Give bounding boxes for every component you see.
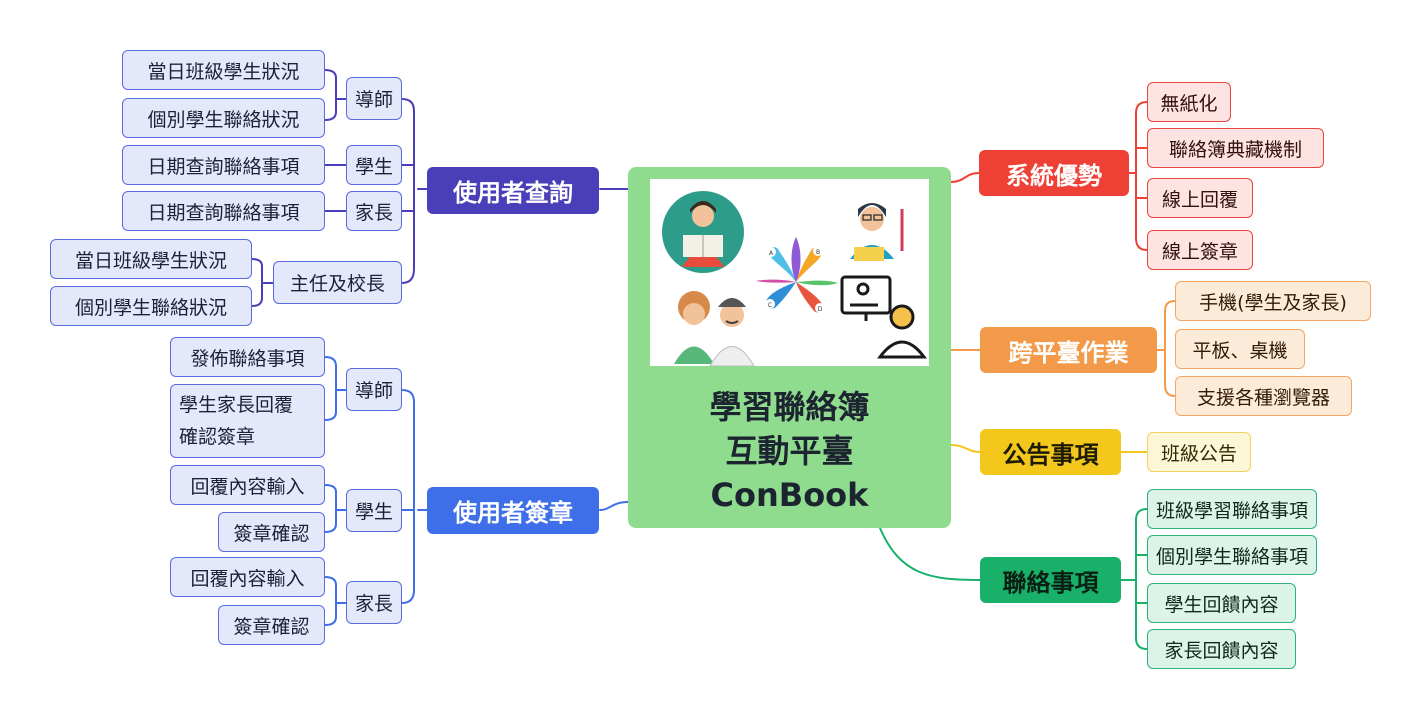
abcd-label: A [769, 250, 774, 257]
line-center-contact [879, 527, 981, 581]
query-principal-node[interactable]: 主任及校長 [273, 261, 402, 304]
hub-user-sign[interactable]: 使用者簽章 [427, 487, 599, 534]
announcement-item[interactable]: 班級公告 [1147, 432, 1251, 472]
contact-item[interactable]: 班級學習聯絡事項 [1147, 489, 1317, 529]
hub-user-query[interactable]: 使用者查詢 [427, 167, 599, 214]
query-student-item[interactable]: 日期查詢聯絡事項 [122, 145, 325, 185]
central-topic[interactable]: A B C D [628, 167, 951, 528]
advantage-item[interactable]: 線上回覆 [1147, 178, 1253, 218]
abcd-label: C [768, 302, 772, 309]
line-center-sign [599, 501, 629, 511]
sign-teacher-item[interactable]: 學生家長回覆 確認簽章 [170, 384, 325, 458]
sign-student-item[interactable]: 簽章確認 [218, 512, 325, 552]
advantage-item[interactable]: 聯絡簿典藏機制 [1147, 128, 1324, 168]
central-illustration: A B C D [650, 179, 929, 367]
hub-announcements[interactable]: 公告事項 [980, 429, 1121, 475]
platform-item[interactable]: 手機(學生及家長) [1175, 281, 1371, 321]
advantage-item[interactable]: 無紙化 [1147, 82, 1231, 122]
parents-icon [674, 291, 755, 367]
central-title: 學習聯絡簿 互動平臺 ConBook [628, 385, 951, 517]
central-title-line: 互動平臺 [725, 432, 854, 470]
abcd-diagram-icon: A B C D [756, 237, 838, 313]
query-parent-node[interactable]: 家長 [346, 191, 402, 231]
hub-contact-items[interactable]: 聯絡事項 [980, 557, 1121, 603]
query-teacher-item[interactable]: 當日班級學生狀況 [122, 50, 325, 90]
teacher-icon [850, 203, 904, 261]
sign-teacher-item[interactable]: 發佈聯絡事項 [170, 337, 325, 377]
sign-parent-node[interactable]: 家長 [346, 581, 402, 624]
hub-cross-platform[interactable]: 跨平臺作業 [980, 327, 1157, 373]
sign-student-item[interactable]: 回覆內容輸入 [170, 465, 325, 505]
sign-teacher-node[interactable]: 導師 [346, 368, 402, 411]
line-center-adv [950, 172, 980, 183]
sign-parent-item[interactable]: 回覆內容輸入 [170, 557, 325, 597]
query-principal-item[interactable]: 個別學生聯絡狀況 [50, 286, 252, 326]
query-teacher-node[interactable]: 導師 [346, 77, 402, 120]
sign-student-node[interactable]: 學生 [346, 489, 402, 532]
line-center-notice [950, 444, 981, 453]
contact-item[interactable]: 個別學生聯絡事項 [1147, 535, 1317, 575]
abcd-label: D [818, 306, 823, 313]
hub-system-advantages[interactable]: 系統優勢 [979, 150, 1129, 196]
platform-item[interactable]: 平板、桌機 [1175, 329, 1305, 369]
contact-item[interactable]: 學生回饋內容 [1147, 583, 1296, 623]
query-student-node[interactable]: 學生 [346, 145, 402, 185]
central-title-line: ConBook [710, 476, 869, 514]
platform-item[interactable]: 支援各種瀏覽器 [1175, 376, 1352, 416]
query-teacher-item[interactable]: 個別學生聯絡狀況 [122, 98, 325, 138]
advantage-item[interactable]: 線上簽章 [1147, 230, 1253, 270]
sign-teacher-item-line: 學生家長回覆 [179, 394, 294, 416]
online-user-icon [840, 275, 927, 359]
abcd-label: B [816, 249, 820, 256]
central-title-line: 學習聯絡簿 [709, 388, 870, 426]
reading-person-icon [662, 191, 744, 273]
query-parent-item[interactable]: 日期查詢聯絡事項 [122, 191, 325, 231]
sign-parent-item[interactable]: 簽章確認 [218, 605, 325, 645]
sign-teacher-item-line: 確認簽章 [179, 426, 256, 448]
query-principal-item[interactable]: 當日班級學生狀況 [50, 239, 252, 279]
contact-item[interactable]: 家長回饋內容 [1147, 629, 1296, 669]
